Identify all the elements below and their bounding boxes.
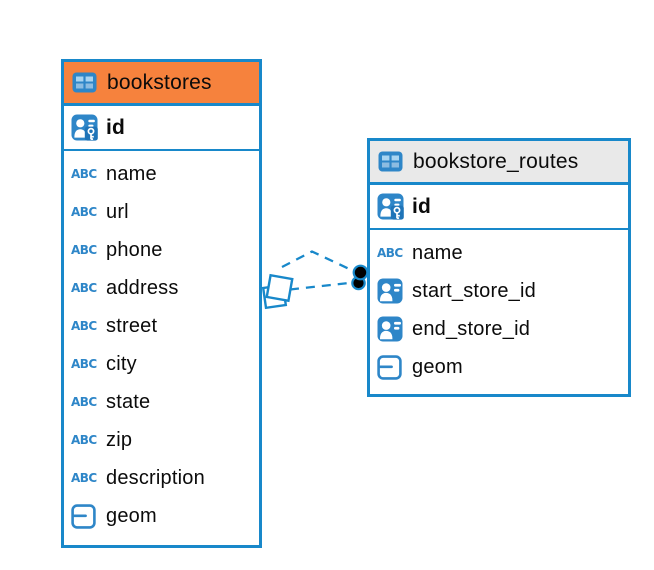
column-geom[interactable]: geom: [370, 348, 628, 386]
text-icon: ABC: [71, 471, 97, 485]
column-id[interactable]: id: [64, 106, 259, 149]
column-label: id: [106, 115, 126, 139]
foreign-key-icon: [377, 278, 404, 304]
table-bookstore-routes[interactable]: bookstore_routes id ABC name start_store_…: [367, 138, 631, 397]
column-geom[interactable]: geom: [64, 497, 259, 535]
column-name[interactable]: ABC name: [64, 155, 259, 193]
column-label: state: [106, 390, 151, 413]
column-state[interactable]: ABC state: [64, 383, 259, 421]
text-icon: ABC: [71, 167, 97, 181]
relationship-line-start-store-id[interactable]: [289, 281, 350, 291]
column-label: end_store_id: [412, 317, 531, 340]
column-label: phone: [106, 238, 163, 261]
table-icon: [378, 151, 405, 172]
column-label: url: [106, 200, 129, 223]
column-label: id: [412, 194, 432, 218]
table-header-bookstore-routes[interactable]: bookstore_routes: [370, 141, 628, 185]
text-icon: ABC: [71, 395, 97, 409]
column-label: name: [412, 241, 463, 264]
column-label: name: [106, 162, 157, 185]
column-label: geom: [106, 504, 157, 527]
columns-section: ABC name start_store_id end_store_id geom: [370, 230, 628, 386]
key-columns-section: id: [64, 106, 259, 151]
column-label: start_store_id: [412, 279, 536, 302]
relationship-line-end-store-id[interactable]: [281, 250, 353, 272]
table-header-bookstores[interactable]: bookstores: [64, 62, 259, 106]
column-name[interactable]: ABC name: [370, 234, 628, 272]
text-icon: ABC: [71, 357, 97, 371]
relationship-target-marker-dot: [351, 264, 369, 291]
column-label: street: [106, 314, 158, 337]
text-icon: ABC: [71, 319, 97, 333]
relationship-source-marker-diamond: [261, 273, 294, 310]
column-description[interactable]: ABC description: [64, 459, 259, 497]
text-icon: ABC: [71, 243, 97, 257]
text-icon: ABC: [71, 281, 97, 295]
text-icon: ABC: [71, 433, 97, 447]
geometry-icon: [377, 354, 404, 380]
column-label: description: [106, 466, 205, 489]
column-end_store_id[interactable]: end_store_id: [370, 310, 628, 348]
foreign-key-icon: [377, 316, 404, 342]
column-phone[interactable]: ABC phone: [64, 231, 259, 269]
column-url[interactable]: ABC url: [64, 193, 259, 231]
primary-key-icon: [71, 114, 98, 141]
column-city[interactable]: ABC city: [64, 345, 259, 383]
column-zip[interactable]: ABC zip: [64, 421, 259, 459]
column-start_store_id[interactable]: start_store_id: [370, 272, 628, 310]
column-address[interactable]: ABC address: [64, 269, 259, 307]
column-label: zip: [106, 428, 133, 451]
table-name: bookstores: [107, 70, 212, 94]
table-icon: [72, 72, 99, 93]
column-id[interactable]: id: [370, 185, 628, 228]
text-icon: ABC: [377, 246, 403, 260]
text-icon: ABC: [71, 205, 97, 219]
table-name: bookstore_routes: [413, 149, 579, 173]
column-label: city: [106, 352, 137, 375]
primary-key-icon: [377, 193, 404, 220]
column-street[interactable]: ABC street: [64, 307, 259, 345]
column-label: address: [106, 276, 179, 299]
geometry-icon: [71, 503, 98, 529]
column-label: geom: [412, 355, 463, 378]
key-columns-section: id: [370, 185, 628, 230]
